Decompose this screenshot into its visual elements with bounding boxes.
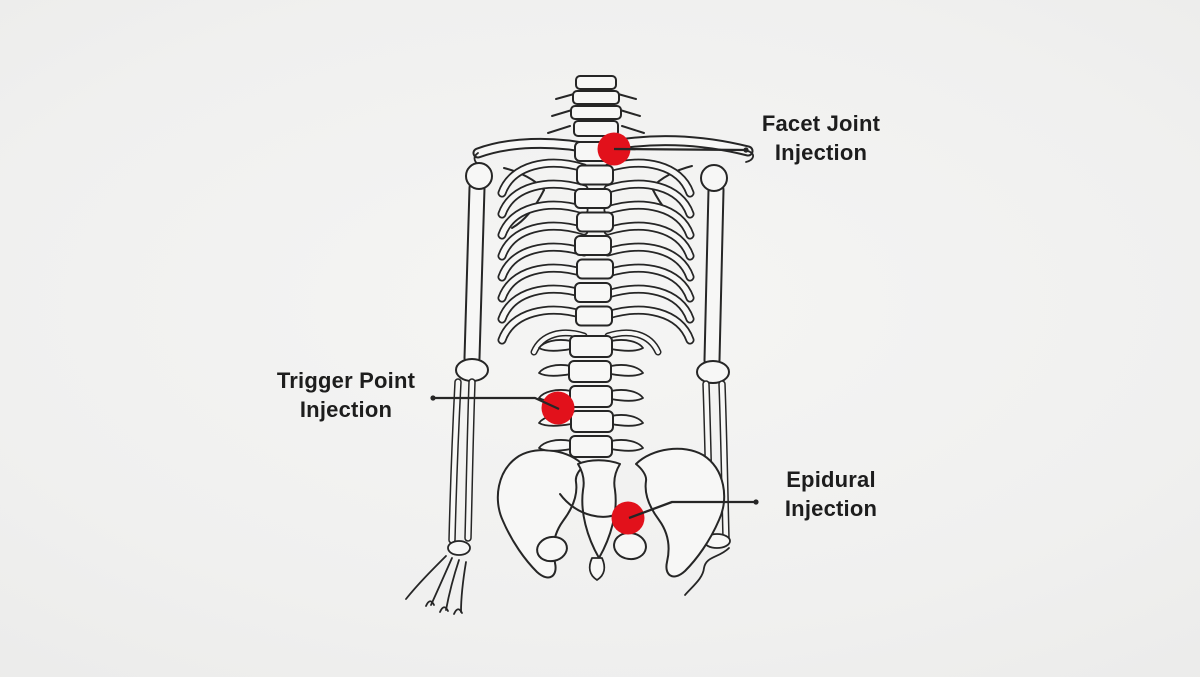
pelvis (496, 447, 726, 581)
ribcage (497, 158, 695, 356)
facet-joint-leader-line (613, 147, 747, 152)
label-line: Injection (299, 397, 393, 422)
leader-lines (430, 147, 759, 520)
label-line: Trigger Point (276, 368, 416, 393)
label-line: Injection (784, 496, 878, 521)
label-line: Epidural (786, 467, 876, 492)
trigger-point-leader-line (433, 396, 560, 411)
epidural-injection-marker (611, 501, 645, 535)
epidural-leader-line (628, 500, 756, 520)
facet-joint-injection-label: Facet Joint Injection (736, 109, 906, 167)
trigger-point-injection-label: Trigger Point Injection (261, 366, 431, 424)
label-line: Injection (774, 140, 868, 165)
left-arm (405, 162, 493, 615)
epidural-injection-label: Epidural Injection (746, 465, 916, 523)
label-line: Facet Joint (761, 111, 881, 136)
